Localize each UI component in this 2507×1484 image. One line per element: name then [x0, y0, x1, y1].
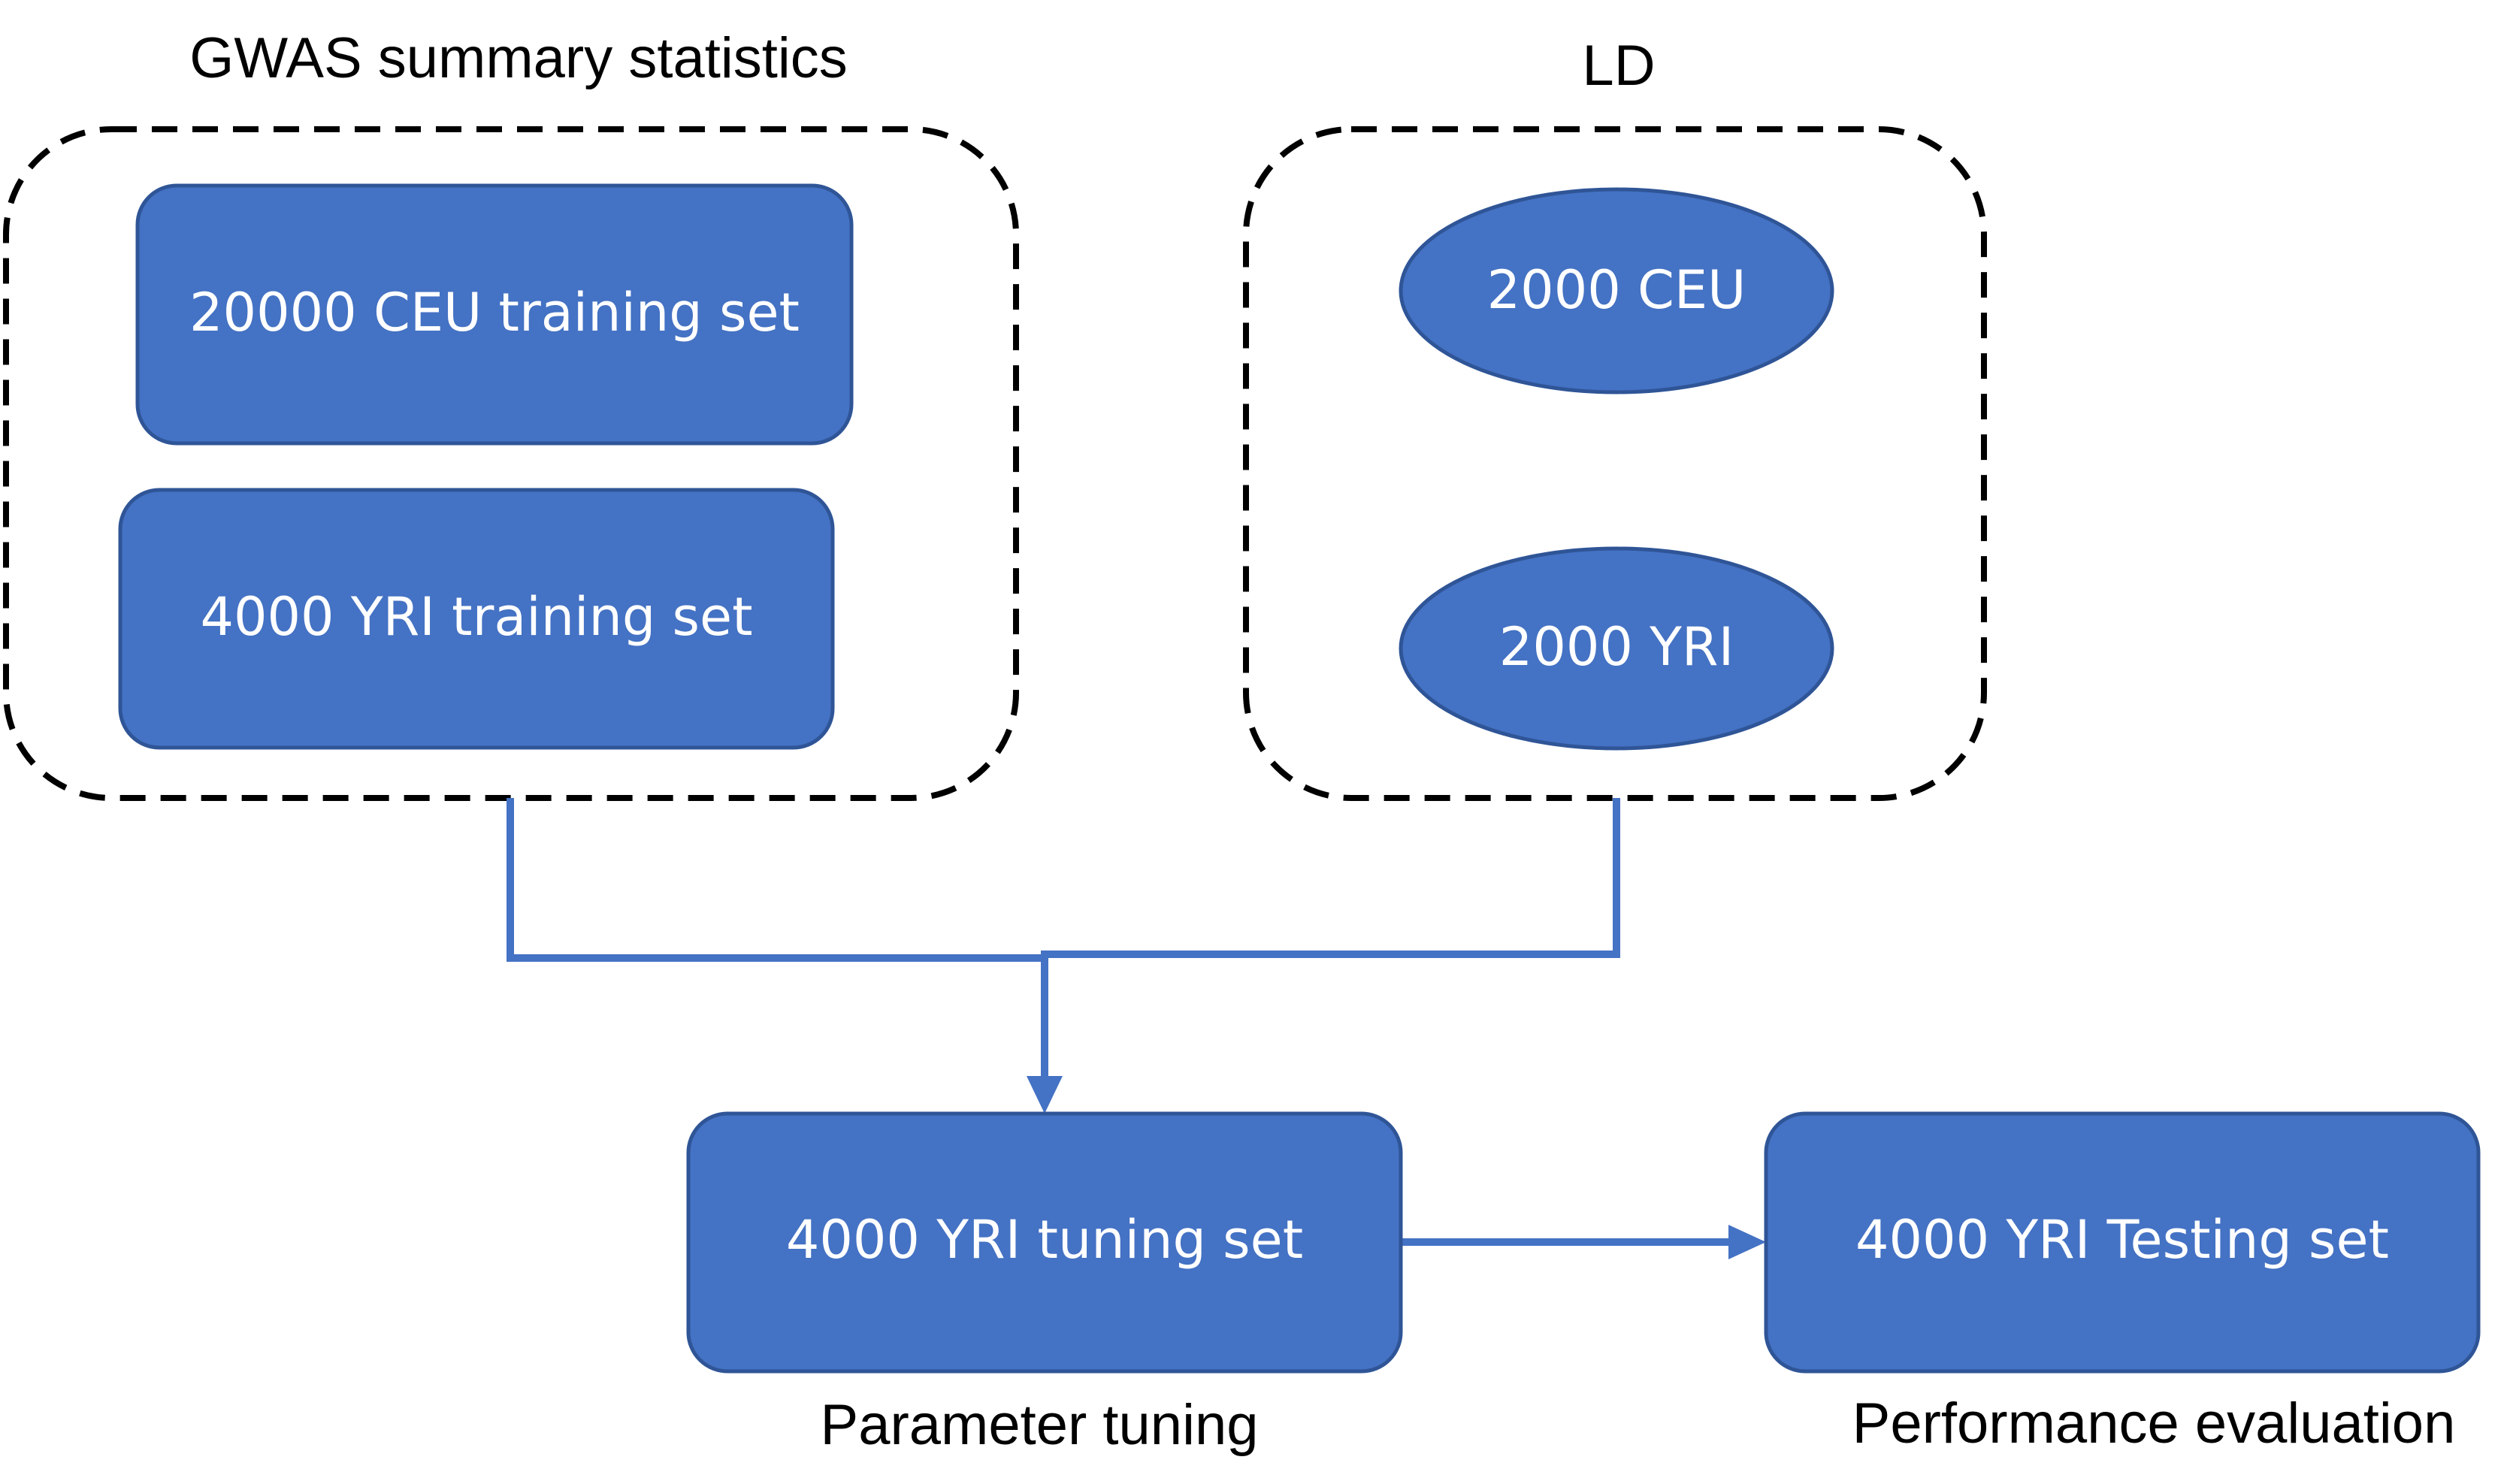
yri-tuning-node: 4000 YRI tuning set [686, 1111, 1403, 1374]
gwas-connector [507, 798, 1045, 962]
ceu-training-node: 20000 CEU training set [135, 183, 854, 446]
gwas-group-title: GWAS summary statistics [189, 26, 847, 90]
ceu-training-label: 20000 CEU training set [189, 282, 800, 343]
parameter-tuning-caption: Parameter tuning [821, 1393, 1259, 1457]
ld-ceu-label: 2000 CEU [1487, 259, 1746, 321]
yri-testing-label: 4000 YRI Testing set [1855, 1209, 2389, 1271]
yri-training-node: 4000 YRI training set [118, 488, 835, 750]
yri-testing-node: 4000 YRI Testing set [1764, 1111, 2481, 1374]
testing-arrowhead [1728, 1225, 1766, 1259]
performance-evaluation-caption: Performance evaluation [1852, 1392, 2456, 1455]
yri-training-label: 4000 YRI training set [200, 586, 752, 648]
ld-group-title: LD [1582, 34, 1655, 98]
ld-connector [1041, 798, 1620, 1082]
ld-yri-label: 2000 YRI [1499, 616, 1734, 678]
ld-ceu-node: 2000 CEU [1399, 187, 1834, 394]
ld-yri-node: 2000 YRI [1399, 546, 1834, 751]
ld-group-box [1243, 126, 1987, 801]
merge-arrowhead [1027, 1076, 1063, 1114]
gwas-group-box [3, 126, 1019, 801]
yri-tuning-label: 4000 YRI tuning set [786, 1209, 1303, 1271]
